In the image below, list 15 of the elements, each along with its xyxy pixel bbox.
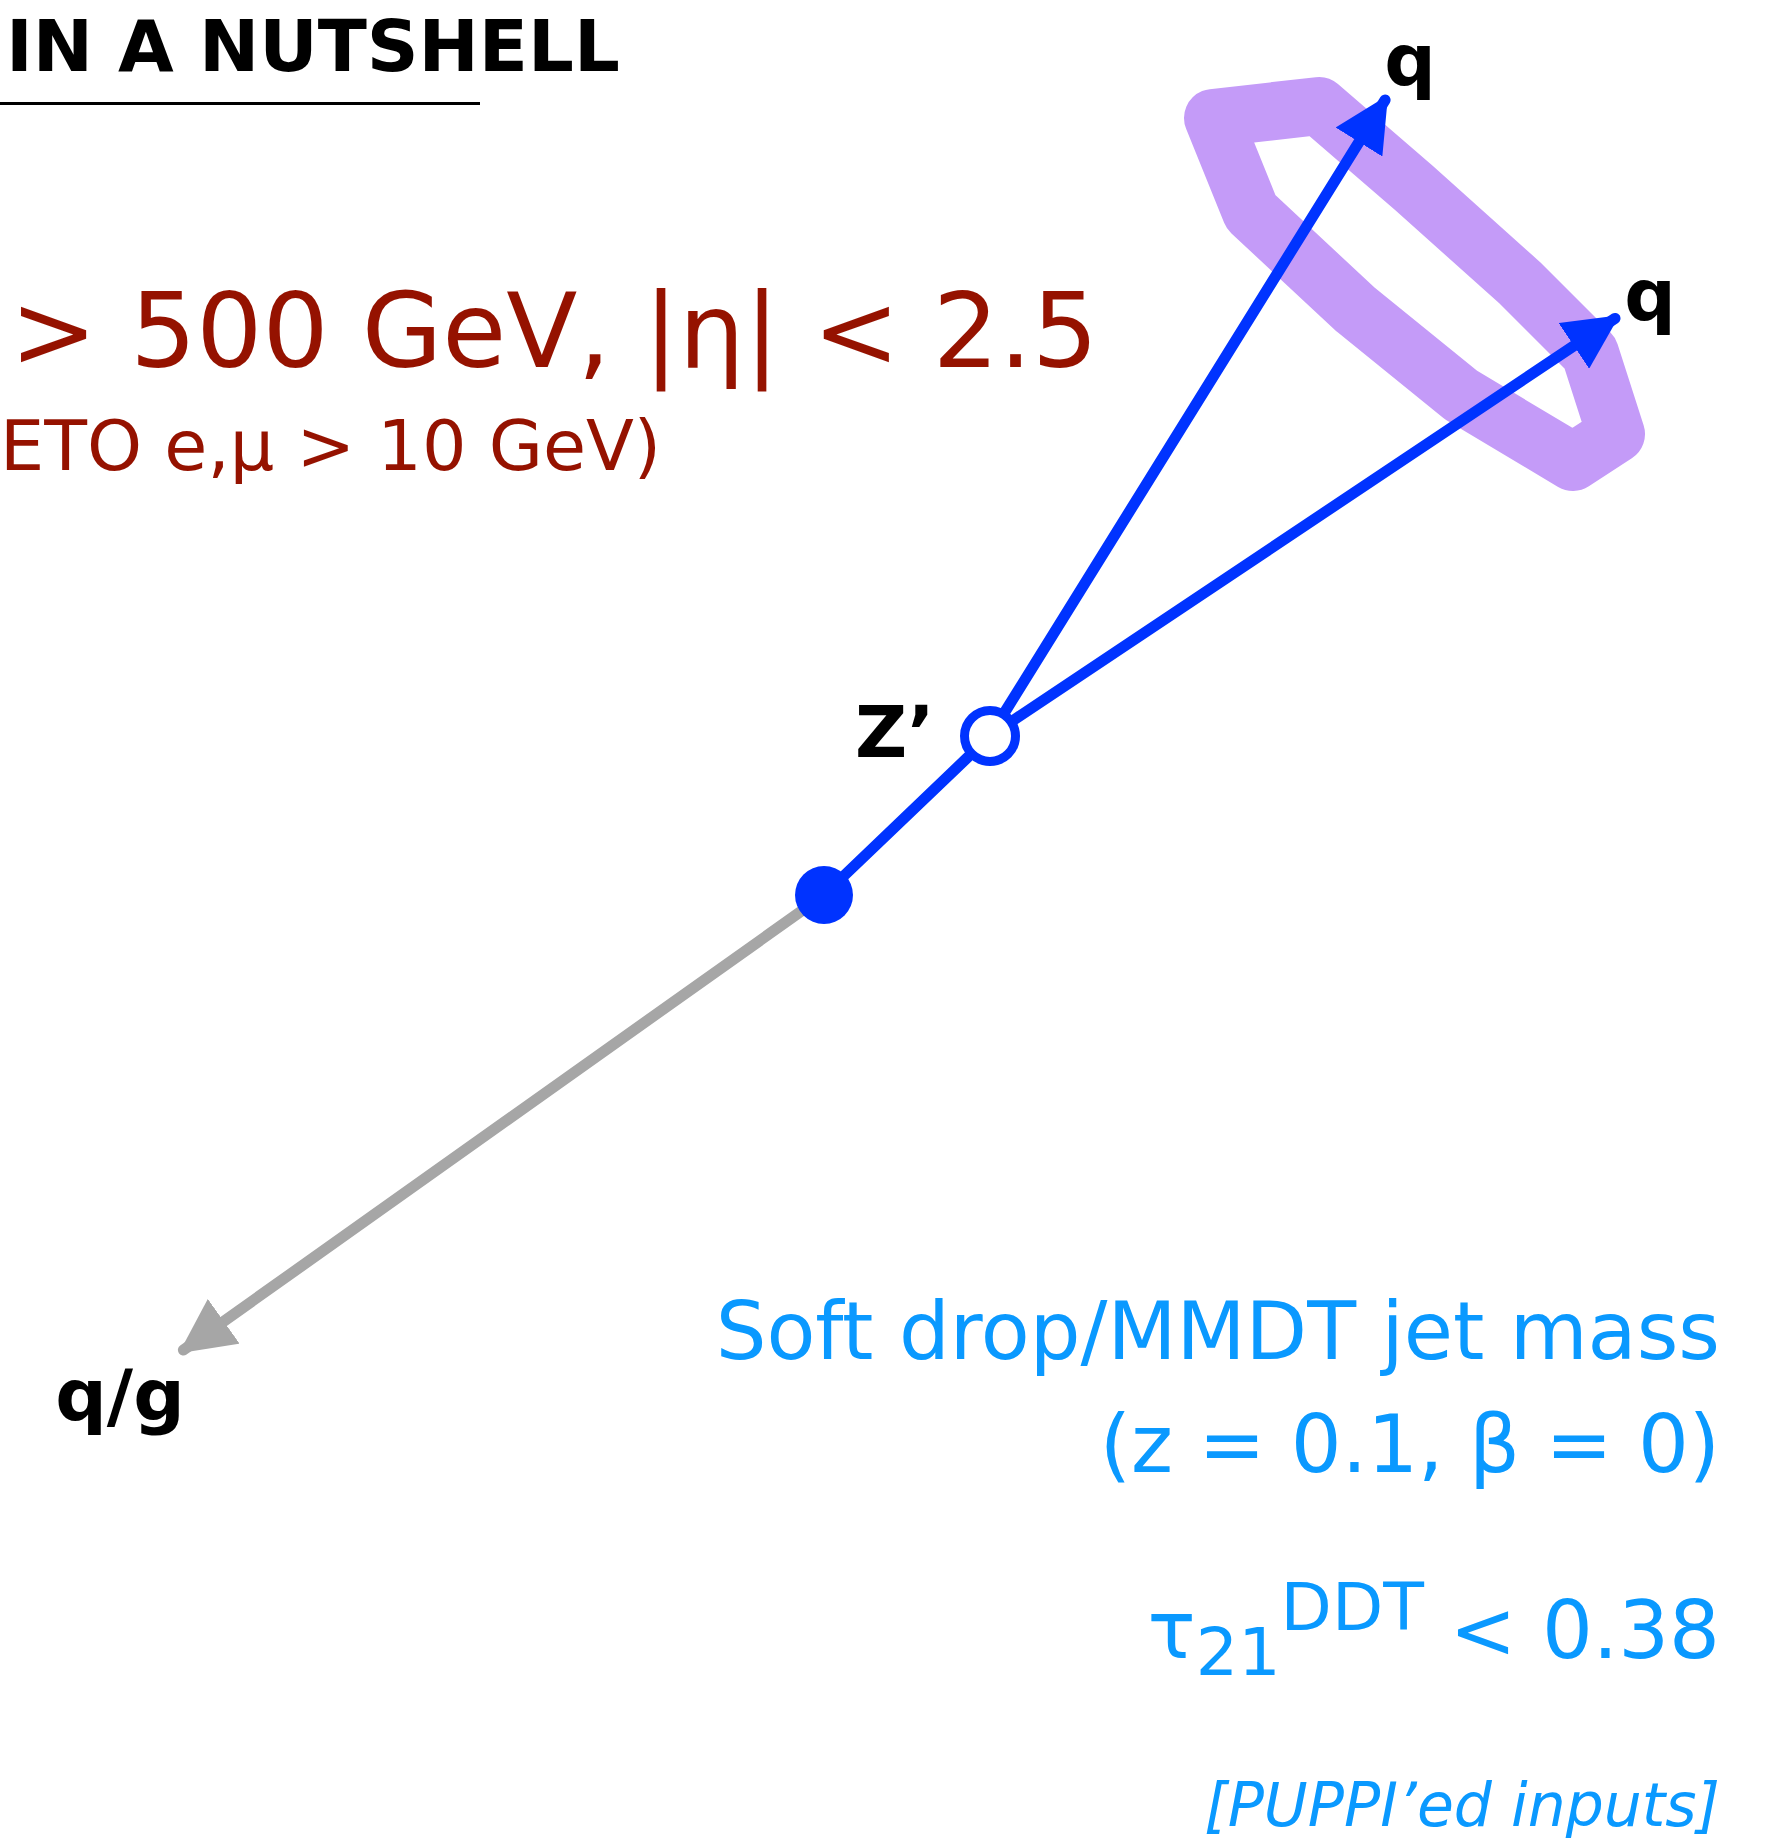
particle-label: q — [1375, 20, 1445, 100]
grooming-label: Soft drop/MMDT jet mass — [715, 1285, 1720, 1378]
arrow — [1000, 94, 1391, 716]
particle-label: q/g — [40, 1350, 200, 1440]
vertex-circle — [960, 706, 1020, 766]
particle-label: q — [1615, 255, 1685, 335]
cut-label: > 500 GeV, |η| < 2.5 — [10, 270, 1099, 392]
input-note: [PUPPI’ed inputs] — [1204, 1770, 1720, 1840]
particle-label: Z’ — [855, 690, 935, 774]
grooming-parameters: (z = 0.1, β = 0) — [1099, 1398, 1720, 1491]
arrow — [177, 906, 806, 1356]
vertex-dot — [795, 866, 853, 924]
substructure-cut: τ$_{21}$$^{DDT}$ < 0.38 — [1147, 1568, 1720, 1691]
slide-title: IN A NUTSHELL — [6, 4, 620, 88]
cut-label: ETO e,μ > 10 GeV) — [0, 405, 662, 487]
